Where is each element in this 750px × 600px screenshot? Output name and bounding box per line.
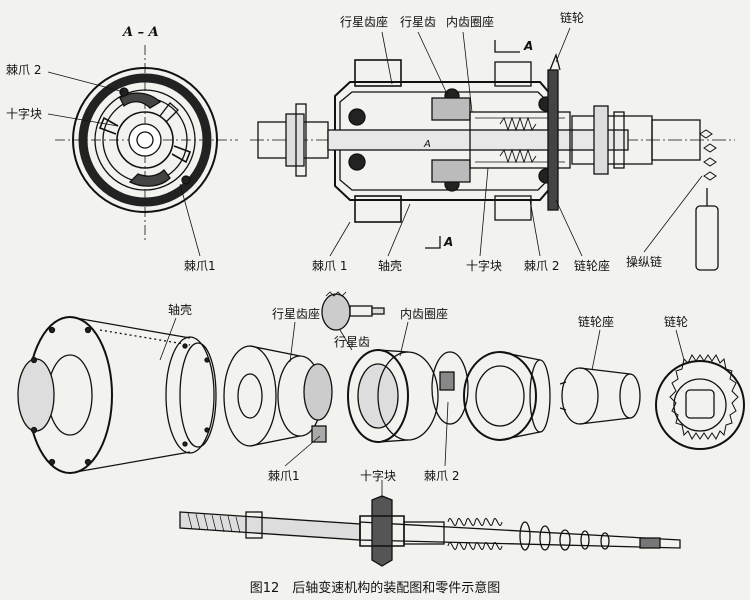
label-cross-block-exploded: 十字块 bbox=[360, 468, 396, 483]
section-mark-top: A bbox=[523, 39, 533, 53]
section-mark-bottom: A bbox=[443, 235, 453, 249]
label-cross-block-section: 十字块 bbox=[6, 106, 42, 121]
label-pawl1-exploded: 棘爪1 bbox=[268, 469, 300, 483]
label-cross-block-assembly: 十字块 bbox=[466, 258, 502, 273]
label-planet-gear-top: 行星齿 bbox=[400, 15, 436, 29]
exploded-view bbox=[17, 291, 745, 474]
section-a-a-view bbox=[47, 45, 238, 257]
label-control-chain: 操纵链 bbox=[626, 254, 662, 269]
label-pawl2-section: 棘爪 2 bbox=[6, 63, 41, 77]
label-sprocket-top: 链轮 bbox=[560, 10, 584, 25]
assembly-section-view bbox=[250, 27, 735, 271]
label-planet-carrier-exploded: 行星齿座 bbox=[272, 306, 320, 321]
axle-assembly-view bbox=[179, 480, 681, 567]
label-pawl2-assembly: 棘爪 2 bbox=[524, 259, 559, 273]
section-title: A – A bbox=[121, 25, 159, 40]
label-planet-gear-exploded: 行星齿 bbox=[334, 335, 370, 349]
label-pawl1-section: 棘爪1 bbox=[184, 259, 216, 273]
label-ring-gear-seat-exploded: 内齿圈座 bbox=[400, 306, 448, 321]
section-mark-mid: A bbox=[423, 139, 431, 150]
label-sprocket-seat-exploded: 链轮座 bbox=[578, 314, 614, 329]
figure-caption: 图12 后轴变速机构的装配图和零件示意图 bbox=[250, 580, 501, 596]
label-pawl1-assembly: 棘爪 1 bbox=[312, 259, 347, 273]
label-hub-shell-exploded: 轴壳 bbox=[168, 302, 192, 317]
label-hub-shell-assembly: 轴壳 bbox=[378, 258, 402, 273]
label-sprocket-seat-assembly: 链轮座 bbox=[574, 258, 610, 273]
label-ring-gear-seat-top: 内齿圈座 bbox=[446, 14, 494, 29]
label-planet-carrier-top: 行星齿座 bbox=[340, 14, 388, 29]
label-sprocket-exploded: 链轮 bbox=[664, 314, 688, 329]
label-pawl2-exploded: 棘爪 2 bbox=[424, 469, 459, 483]
